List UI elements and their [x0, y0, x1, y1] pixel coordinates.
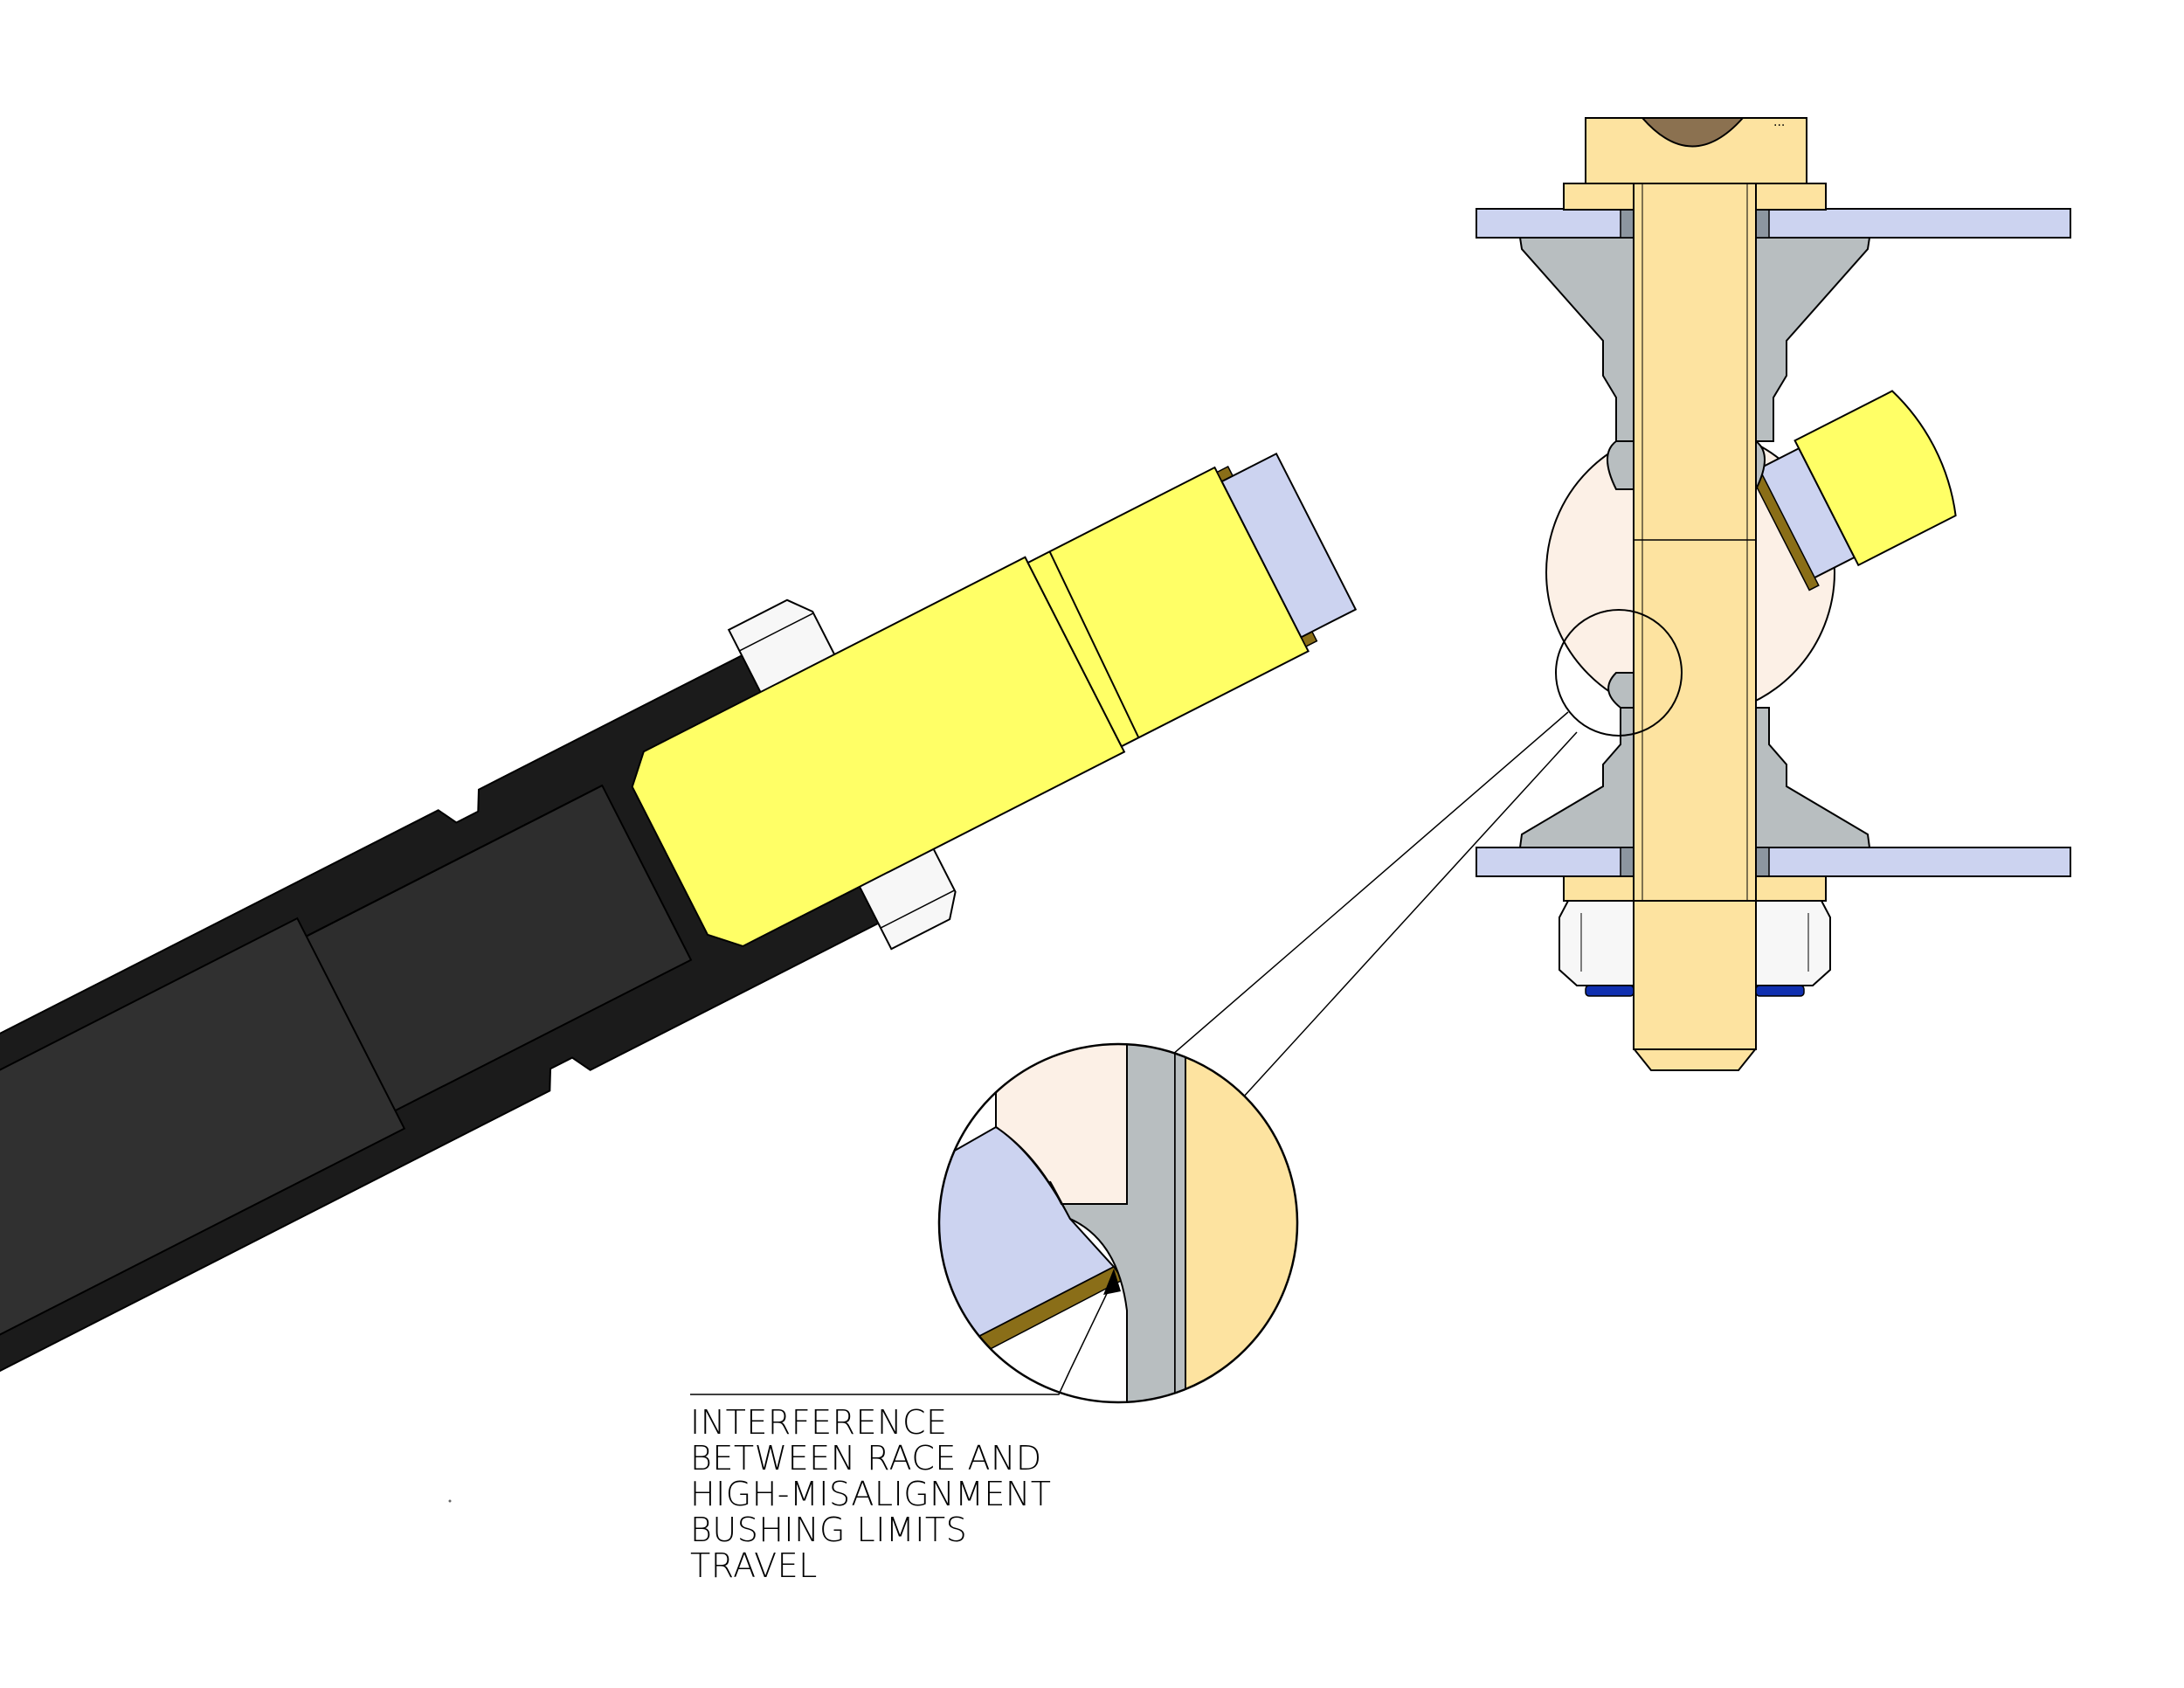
callout-line-3: HIGH-MISALIGNMENT [690, 1475, 1052, 1513]
nylock-insert-left [1585, 985, 1635, 997]
callout-line-1: INTERFERENCE [690, 1403, 948, 1442]
interference-arrow-icon [1103, 1269, 1121, 1295]
through-bolt: ··· [1559, 117, 1831, 1071]
race [1220, 452, 1358, 639]
socket-icon [1640, 117, 1745, 148]
rod-end-body [1026, 466, 1310, 748]
misalignment-bushings [1518, 237, 1871, 848]
callout-line-5: TRAVEL [690, 1546, 818, 1585]
rod-tube-assembly [0, 452, 1358, 1381]
rod-end-head-right [1745, 390, 1957, 591]
callout-line-2: BETWEEN RACE AND [690, 1439, 1042, 1477]
callout-leader [690, 1369, 1071, 1395]
interference-callout-label: INTERFERENCE BETWEEN RACE AND HIGH-MISAL… [690, 1405, 1302, 1584]
inner-sleeve [0, 917, 406, 1352]
detail-view-border [937, 1042, 1299, 1404]
threaded-stud [631, 556, 1126, 948]
nylock-insert-right [1755, 985, 1805, 997]
svg-text:···: ··· [1773, 119, 1785, 133]
detail-view [939, 1044, 1297, 1402]
callout-line-4: BUSHING LIMITS [690, 1511, 968, 1549]
detail-marker-circle [1555, 609, 1683, 737]
